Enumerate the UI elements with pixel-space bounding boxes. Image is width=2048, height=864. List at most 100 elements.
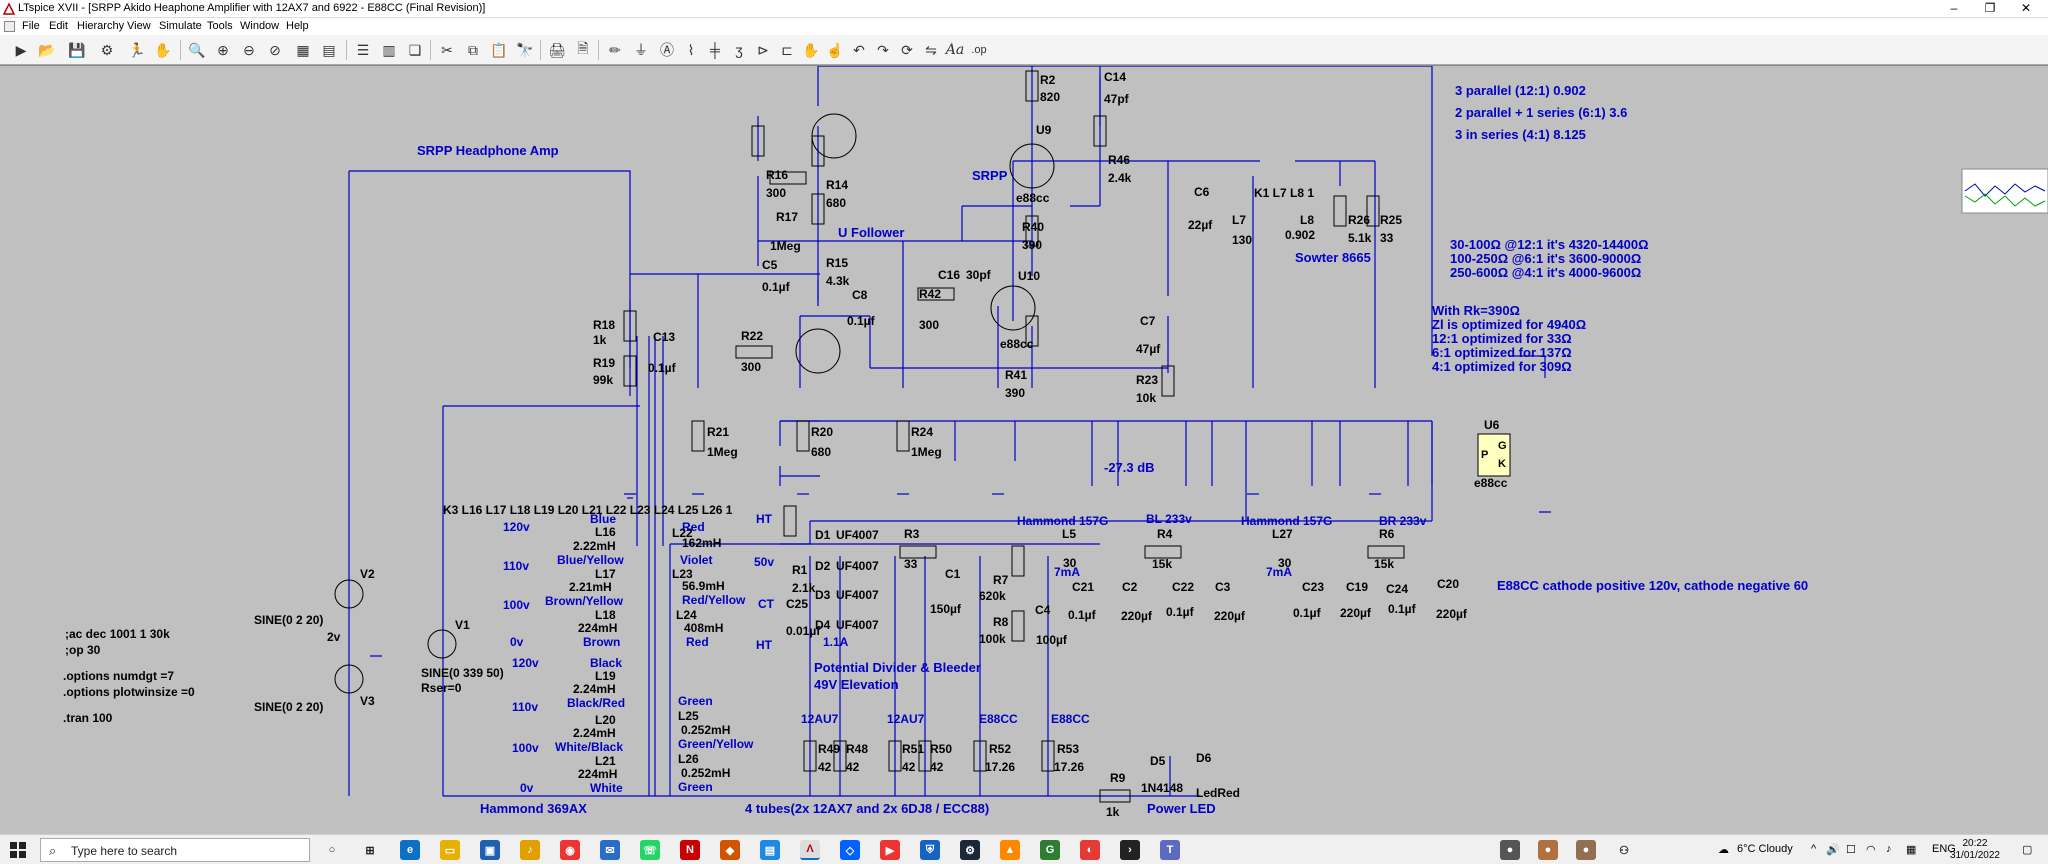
part-C23-value[interactable]: 0.1µf: [1293, 606, 1321, 620]
part-R18[interactable]: R18: [593, 318, 616, 332]
copy-icon[interactable]: ⧉: [468, 41, 478, 58]
directive-plotwinsize[interactable]: .options plotwinsize =0: [63, 685, 195, 699]
menu-hierarchy[interactable]: Hierarchy: [77, 20, 125, 32]
part-D4[interactable]: D4: [815, 618, 831, 632]
app-icon-orange[interactable]: ◆: [720, 840, 740, 860]
part-R21[interactable]: R21: [707, 425, 730, 439]
winamp-icon[interactable]: ♪: [520, 840, 540, 860]
part-C7[interactable]: C7: [1140, 314, 1156, 328]
open-icon[interactable]: 📂: [38, 41, 56, 58]
part-C5-value[interactable]: 0.1µf: [762, 280, 790, 294]
part-D6[interactable]: D6: [1196, 751, 1212, 765]
spice-directive-icon[interactable]: .op: [971, 44, 987, 56]
part-C21-value[interactable]: 0.1µf: [1068, 608, 1096, 622]
part-R23[interactable]: R23: [1136, 373, 1159, 387]
part-L18-value[interactable]: 224mH: [578, 621, 618, 635]
part-R51-value[interactable]: 42: [902, 760, 916, 774]
part-L26-value[interactable]: 0.252mH: [681, 766, 731, 780]
app-icon-blue[interactable]: ▤: [760, 840, 780, 860]
clock[interactable]: 20:22 31/01/2022: [1950, 838, 2000, 862]
part-V3[interactable]: V3: [360, 694, 375, 708]
part-L23-value[interactable]: 56.9mH: [682, 579, 725, 593]
part-R16-value[interactable]: 300: [766, 186, 787, 200]
part-C19[interactable]: C19: [1346, 580, 1369, 594]
part-C8[interactable]: C8: [852, 288, 868, 302]
part-L25-value[interactable]: 0.252mH: [681, 723, 731, 737]
part-R20[interactable]: R20: [811, 425, 834, 439]
part-V1-value[interactable]: SINE(0 339 50): [421, 666, 504, 680]
part-L20[interactable]: L20: [595, 713, 616, 727]
part-C22-value[interactable]: 0.1µf: [1166, 605, 1194, 619]
part-R50[interactable]: R50: [930, 742, 953, 756]
net-label-icon[interactable]: Ⓐ: [660, 42, 674, 58]
maximize-button[interactable]: ❐: [1984, 1, 1996, 15]
run-icon[interactable]: ▶: [15, 41, 27, 58]
tray-app-icon-1[interactable]: ●: [1500, 840, 1520, 860]
part-L16-value[interactable]: 2.22mH: [573, 539, 616, 553]
windows-start-icon[interactable]: [10, 842, 26, 858]
part-C20-value[interactable]: 220µf: [1436, 607, 1467, 621]
part-U10[interactable]: U10: [1018, 269, 1041, 283]
part-D1[interactable]: D1: [815, 528, 831, 542]
part-R22-value[interactable]: 300: [741, 360, 762, 374]
part-R4[interactable]: R4: [1157, 527, 1173, 541]
part-L18[interactable]: L18: [595, 608, 616, 622]
part-R7-value[interactable]: 620k: [979, 589, 1006, 603]
part-R15[interactable]: R15: [826, 256, 849, 270]
directive-ac[interactable]: ;ac dec 1001 1 30k: [65, 627, 170, 641]
app-icon-red[interactable]: ◐: [1080, 840, 1100, 860]
part-R9-value[interactable]: 1k: [1106, 805, 1120, 819]
part-L19[interactable]: L19: [595, 669, 616, 683]
ltspice-taskbar-icon[interactable]: Λ: [800, 840, 820, 860]
part-R19[interactable]: R19: [593, 356, 616, 370]
part-C6[interactable]: C6: [1194, 185, 1210, 199]
part-C5[interactable]: C5: [762, 258, 778, 272]
save-icon[interactable]: 💾: [68, 41, 86, 58]
part-R25-value[interactable]: 33: [1380, 231, 1394, 245]
part-L16[interactable]: L16: [595, 525, 616, 539]
part-R53[interactable]: R53: [1057, 742, 1080, 756]
part-R26[interactable]: R26: [1348, 213, 1371, 227]
part-C19-value[interactable]: 220µf: [1340, 606, 1371, 620]
part-C23[interactable]: C23: [1302, 580, 1325, 594]
menu-window[interactable]: Window: [240, 20, 280, 32]
part-L5[interactable]: L5: [1062, 527, 1077, 541]
part-D4-model[interactable]: UF4007: [836, 618, 879, 632]
directive-numdgt[interactable]: .options numdgt =7: [63, 669, 174, 683]
part-C1[interactable]: C1: [945, 567, 961, 581]
network-icon[interactable]: ☐: [1846, 844, 1856, 856]
part-R42-value[interactable]: 300: [919, 318, 940, 332]
directive-tran[interactable]: .tran 100: [63, 711, 113, 725]
part-R16[interactable]: R16: [766, 168, 789, 182]
part-D1-model[interactable]: UF4007: [836, 528, 879, 542]
halt-icon[interactable]: ✋: [154, 41, 172, 58]
part-R20-value[interactable]: 680: [811, 445, 832, 459]
part-D3-model[interactable]: UF4007: [836, 588, 879, 602]
app-icon-green[interactable]: G: [1040, 840, 1060, 860]
notifications-icon[interactable]: ▢: [2022, 844, 2033, 856]
part-L19-value[interactable]: 2.24mH: [573, 682, 616, 696]
part-R3-value[interactable]: 33: [904, 557, 918, 571]
inductor-icon[interactable]: ʒ: [735, 42, 743, 58]
part-R26-value[interactable]: 5.1k: [1348, 231, 1372, 245]
part-R52-value[interactable]: 17.26: [985, 760, 1016, 774]
part-R14[interactable]: R14: [826, 178, 849, 192]
part-R48[interactable]: R48: [846, 742, 869, 756]
part-R17[interactable]: R17: [776, 210, 799, 224]
part-R8-value[interactable]: 100k: [979, 632, 1006, 646]
youtube-icon[interactable]: ▶: [880, 840, 900, 860]
part-L23[interactable]: L23: [672, 567, 693, 581]
zoom-full-icon[interactable]: ⊕: [217, 41, 229, 58]
control-panel-icon[interactable]: ⚙: [100, 41, 114, 58]
move-icon[interactable]: ✋: [802, 41, 820, 58]
zoom-cancel-icon[interactable]: ⊘: [269, 41, 281, 58]
menu-edit[interactable]: Edit: [49, 20, 68, 32]
ground-icon[interactable]: ⏚: [634, 42, 648, 58]
part-U9-model[interactable]: e88cc: [1016, 191, 1050, 205]
menu-file[interactable]: File: [22, 20, 40, 32]
close-button[interactable]: ✕: [2020, 1, 2032, 15]
part-C7-value[interactable]: 47µf: [1136, 342, 1161, 356]
part-C2-value[interactable]: 220µf: [1121, 609, 1152, 623]
part-R7[interactable]: R7: [993, 573, 1009, 587]
cut-icon[interactable]: ✂: [441, 41, 453, 58]
